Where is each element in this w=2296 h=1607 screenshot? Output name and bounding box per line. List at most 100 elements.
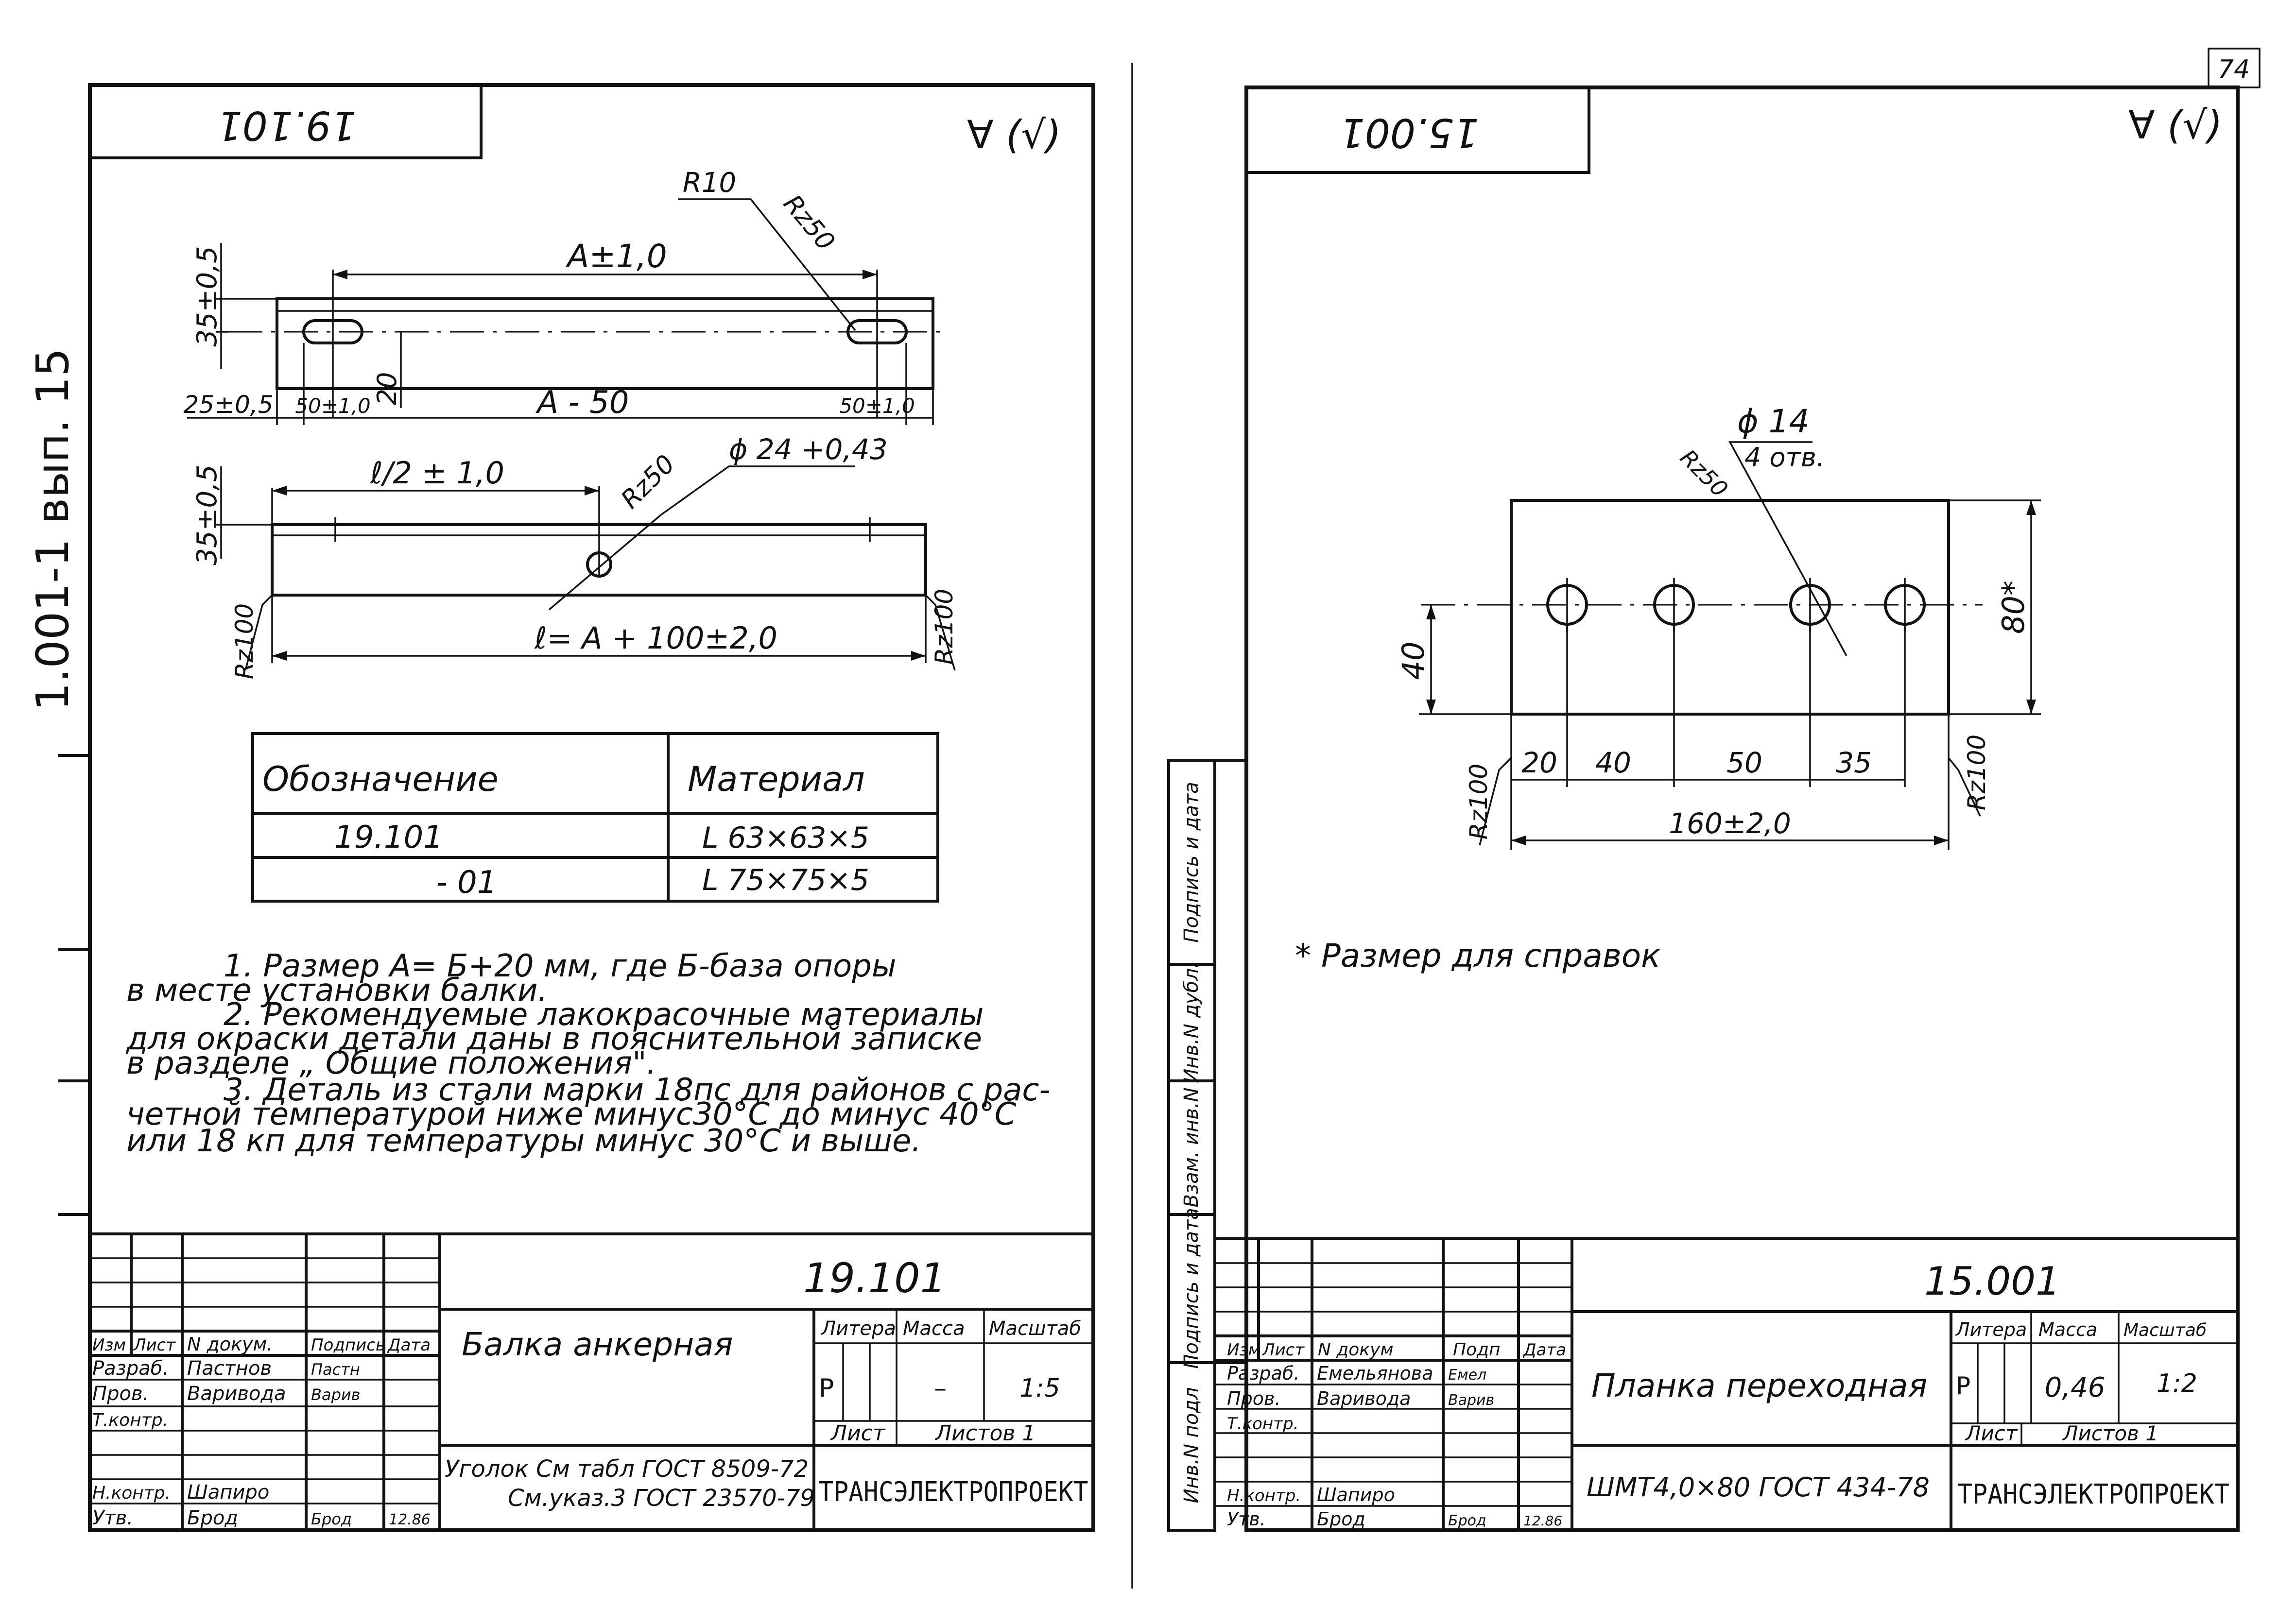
col-header: N докум [1318,1340,1394,1360]
beam-side-view: ℓ/2 ± 1,0 ϕ 24 +0,43 Rz50 35±0,5 ℓ= A + … [191,433,958,679]
plate-view: ϕ 14 4 отв. Rz50 80* 40 20 40 [1396,403,2041,850]
table-header-designation: Обозначение [262,759,499,799]
col-header: Изм [92,1335,126,1355]
dim-rz100-l: Rz100 [230,603,259,679]
table-cell: - 01 [436,865,497,901]
plate-rz100-r: Rz100 [1963,735,1991,810]
plate-hole-d: ϕ 14 [1737,403,1810,440]
dim-length: ℓ= A + 100±2,0 [534,620,777,656]
signature: Брод [1448,1512,1486,1529]
left-frame [88,83,1095,1532]
role-label: Пров. [92,1383,149,1405]
mass-label: Масса [2038,1319,2097,1340]
role-label: Утв. [1227,1508,1266,1530]
right-frame [1244,85,2240,1532]
col-header: Лист [1261,1340,1305,1360]
drawing-name: Балка анкерная [462,1326,733,1363]
role-label: Утв. [92,1507,133,1529]
col-header: Подпись [311,1335,385,1355]
organization: ТРАНСЭЛЕКТРОПРОЕКТ [819,1476,1088,1508]
side-stamp-column: Подпись и дата Инв.N дубл. Взам. инв.N П… [1167,759,1246,1532]
plate-50: 50 [1726,746,1762,779]
role-label: Разраб. [1227,1363,1299,1384]
litera-label: Литера [820,1317,896,1340]
drawing-code: 15.001 [1924,1259,2060,1304]
material-line: ШМТ4,0×80 ГОСТ 434-78 [1587,1472,1930,1503]
litera-value: Р [1956,1372,1970,1400]
signature: Брод [311,1510,352,1528]
person-name: Брод [187,1507,238,1529]
note-line: в разделе „ Общие положения". [126,1045,656,1081]
col-header: Дата [387,1335,431,1355]
side-stamp-label: Инв.N подл [1180,1387,1203,1504]
role-label: Т.контр. [1227,1414,1298,1434]
col-header: Дата [1522,1340,1566,1360]
margin-label: 1.001-1 вып. 15 [27,348,79,711]
plate-length: 160±2,0 [1669,807,1791,840]
role-label: Т.контр. [92,1410,168,1430]
note-line: 3. Деталь из стали марки 18пс для районо… [224,1072,1051,1108]
person-name: Варивода [187,1383,286,1405]
right-roughness-mark: ∀ (√) [2128,103,2223,148]
plate-height: 80* [1996,581,2031,634]
note-line: 1. Размер А= Б+20 мм, где Б-база опоры [224,948,896,984]
note-line: или 18 кп для температуры минус 30°С и в… [126,1123,921,1159]
litera-label: Литера [1955,1319,2027,1340]
scale-value: 1:2 [2157,1369,2197,1398]
side-stamp-label: Подпись и дата [1180,782,1203,942]
col-header: Изм [1227,1340,1260,1360]
signature: Варив [1448,1392,1494,1409]
right-title-block: Изм Лист N докум Подп Дата Разраб. Пров.… [1215,1237,2238,1530]
plate-rz100-l: Rz100 [1465,764,1493,839]
dim-20: 20 [372,372,402,406]
plate-hole-n: 4 отв. [1744,442,1825,473]
table-cell: 19.101 [334,820,443,855]
dim-rz50-a: Rz50 [777,189,840,256]
date-value: 12.86 [1523,1513,1562,1529]
left-roughness-mark: ∀ (√) [967,112,1061,157]
sheets-label: Листов 1 [2062,1421,2158,1445]
person-name: Варивода [1317,1388,1411,1409]
designation-table: Обозначение Материал 19.101 L 63×63×5 - … [251,732,939,903]
person-name: Шапиро [187,1481,269,1504]
note-line: 2. Рекомендуемые лакокрасочные материалы [224,997,984,1033]
role-label: Н.контр. [1227,1486,1301,1505]
person-name: Пастнов [187,1357,272,1380]
organization: ТРАНСЭЛЕКТРОПРОЕКТ [1957,1479,2229,1510]
dim-rz100-r: Rz100 [930,589,958,665]
dim-h35-a: 35±0,5 [191,246,223,346]
plate-35: 35 [1836,746,1872,779]
plate-40v: 40 [1396,642,1431,680]
dim-25: 25±0,5 [183,391,273,419]
sheet-label: Лист [1965,1421,2018,1445]
side-stamp-label: Инв.N дубл. [1180,962,1203,1083]
person-name: Брод [1317,1508,1365,1530]
mass-label: Масса [903,1317,965,1340]
margin-ticks [58,754,90,1216]
date-value: 12.86 [389,1511,431,1528]
dim-a-tol: A±1,0 [565,238,667,275]
scale-label: Масштаб [989,1317,1081,1340]
table-header-material: Материал [688,759,865,799]
dim-a-minus: A - 50 [535,385,629,421]
left-signature-grid [90,1234,440,1530]
plate-40: 40 [1595,746,1631,779]
left-top-code: 19.101 [217,102,357,148]
right-signature-grid [1215,1239,1572,1530]
person-name: Емельянова [1317,1363,1433,1384]
footnote: * Размер для справок [1295,937,1660,974]
drawing-name: Планка переходная [1591,1367,1927,1404]
plate-20: 20 [1521,746,1557,779]
mass-value: 0,46 [2045,1372,2106,1403]
dim-50b: 50±1,0 [839,394,915,418]
note-line: для окраски детали даны в пояснительной … [126,1021,982,1057]
note-line: в месте установки балки. [126,973,548,1009]
material-line-2: См.указ.3 ГОСТ 23570-79 [508,1485,815,1512]
right-top-code: 15.001 [1340,109,1479,155]
dim-h35-b: 35±0,5 [191,464,223,565]
scale-value: 1:5 [1019,1374,1060,1403]
scale-label: Масштаб [2123,1320,2207,1340]
mass-value: – [934,1374,947,1403]
dim-rz50-b: Rz50 [616,449,681,514]
